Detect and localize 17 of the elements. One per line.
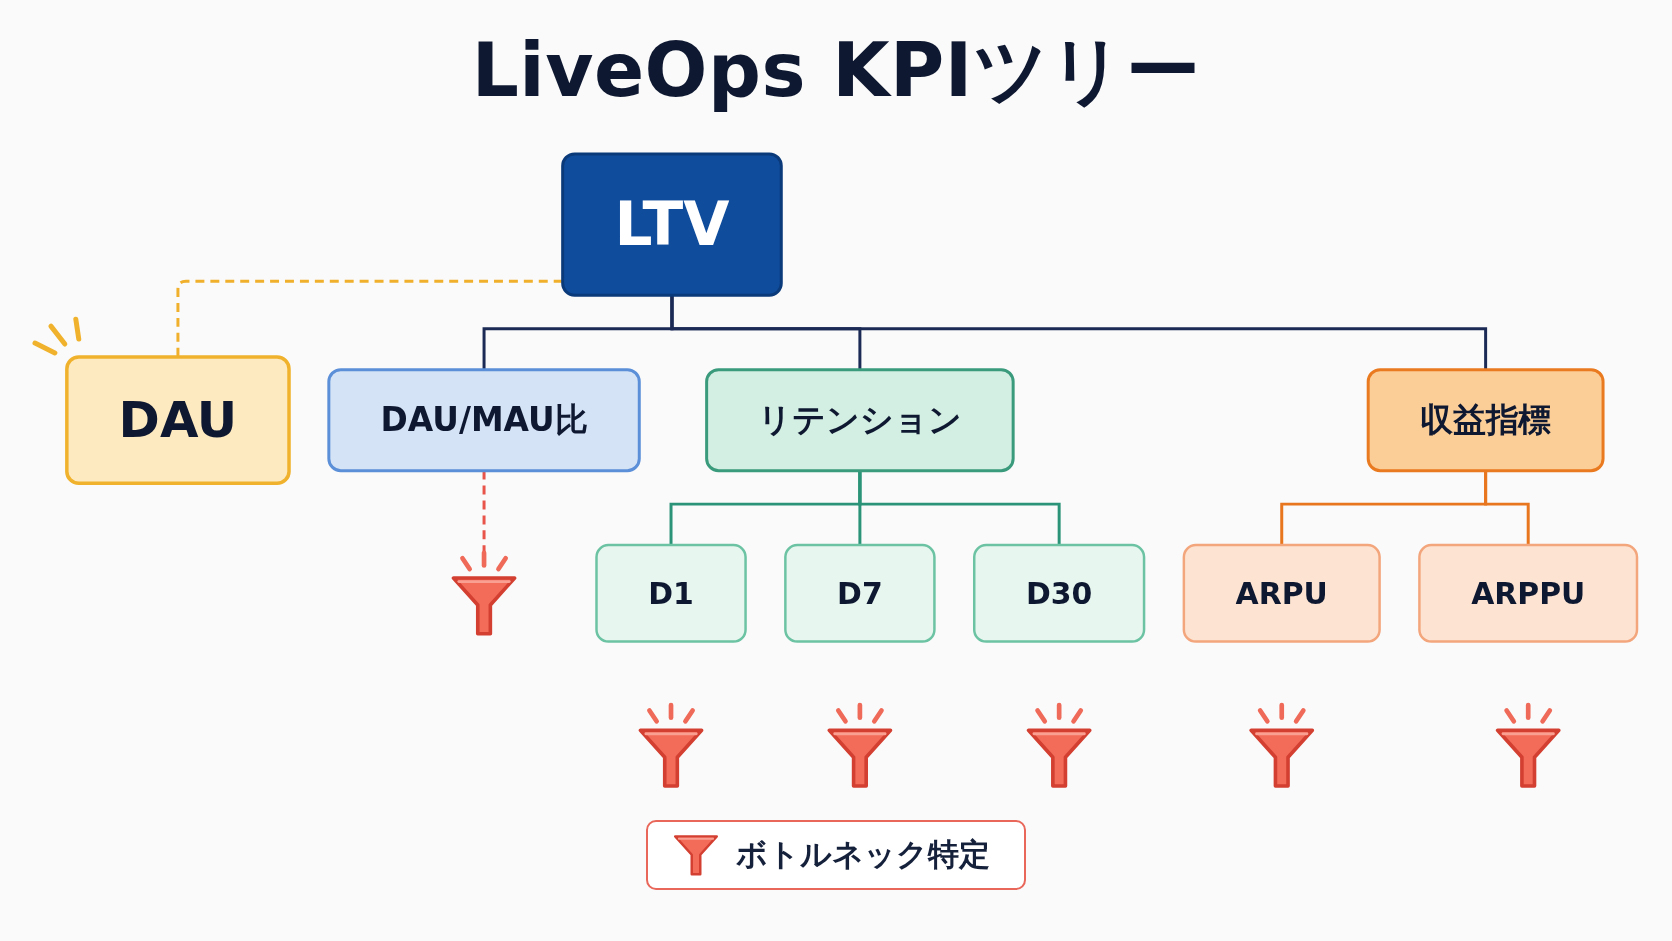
node-box: D30 — [973, 543, 1146, 643]
node-box: 収益指標 — [1366, 368, 1605, 473]
connector — [670, 295, 1488, 370]
title: LiveOps KPIツリー — [471, 27, 1201, 113]
node-box: D1 — [595, 543, 747, 643]
legend-label: ボトルネック特定 — [736, 835, 990, 874]
connector — [1484, 470, 1530, 546]
connector — [858, 470, 1061, 546]
node-box: LTV — [561, 152, 783, 297]
node-box: ARPU — [1182, 543, 1381, 643]
connector — [176, 279, 563, 357]
connector — [482, 470, 486, 551]
node-box: D7 — [784, 543, 936, 643]
node-box: DAU — [65, 355, 291, 486]
node-box: リテンション — [705, 368, 1015, 473]
node-box: ARPPU — [1418, 543, 1639, 643]
node-box: DAU/MAU比 — [327, 368, 641, 473]
